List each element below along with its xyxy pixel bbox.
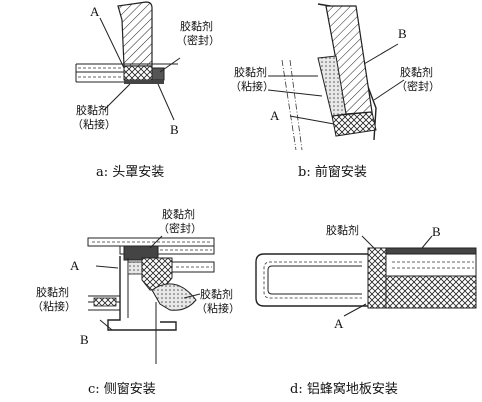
label-a: A (90, 4, 100, 19)
caption-c: c: 侧窗安装 (88, 381, 156, 397)
bond-adhesive (331, 111, 377, 137)
label-b: B (170, 122, 179, 137)
honeycomb-panel (385, 247, 477, 309)
bond-left-label: 胶黏剂 (36, 285, 69, 299)
seal-label-sub: （密封） (396, 79, 440, 93)
bond-label: 胶黏剂 (76, 103, 109, 117)
bond-label-sub: （粘接） (230, 79, 274, 93)
bond-adhesive (367, 247, 387, 309)
bond-right-label-sub: （粘接） (196, 301, 240, 315)
seal-adhesive (123, 245, 159, 261)
caption-b: b: 前窗安装 (298, 164, 367, 180)
adhesive-label: 胶黏剂 (326, 223, 359, 237)
label-b: B (80, 332, 89, 347)
label-b: B (432, 224, 441, 239)
frame-rail (75, 63, 178, 83)
seal-label: 胶黏剂 (162, 207, 195, 221)
bond-left-label-sub: （粘接） (32, 299, 76, 313)
bond-adhesive (123, 65, 153, 81)
panel-a: A B 胶黏剂 （密封） 胶黏剂 （粘接） a: 头罩安装 (72, 1, 220, 180)
panel-c: A B 胶黏剂 （密封） 胶黏剂 （粘接） 胶黏剂 （粘接） c: 侧窗安装 (32, 207, 240, 397)
seal-label: 胶黏剂 (180, 19, 213, 33)
caption-d: d: 铝蜂窝地板安装 (290, 381, 398, 397)
label-a: A (334, 316, 344, 331)
label-a: A (270, 108, 280, 123)
label-a: A (70, 258, 80, 273)
panel-d: 胶黏剂 B A d: 铝蜂窝地板安装 (255, 223, 477, 397)
floor-channel (255, 253, 368, 307)
seal-label-sub: （密封） (158, 221, 202, 235)
bond-label-sub: （粘接） (72, 117, 116, 131)
bond-adhesive-right (151, 283, 197, 311)
seal-adhesive (317, 55, 347, 117)
seal-label: 胶黏剂 (400, 65, 433, 79)
label-b: B (398, 26, 407, 41)
bond-label: 胶黏剂 (234, 65, 267, 79)
panel-b: B A 胶黏剂 （粘接） 胶黏剂 （密封） b: 前窗安装 (230, 3, 440, 180)
seal-label-sub: （密封） (176, 33, 220, 47)
caption-a: a: 头罩安装 (96, 165, 164, 180)
hood-part (117, 1, 153, 67)
seal-adhesive (151, 67, 165, 81)
bond-right-label: 胶黏剂 (200, 287, 233, 301)
